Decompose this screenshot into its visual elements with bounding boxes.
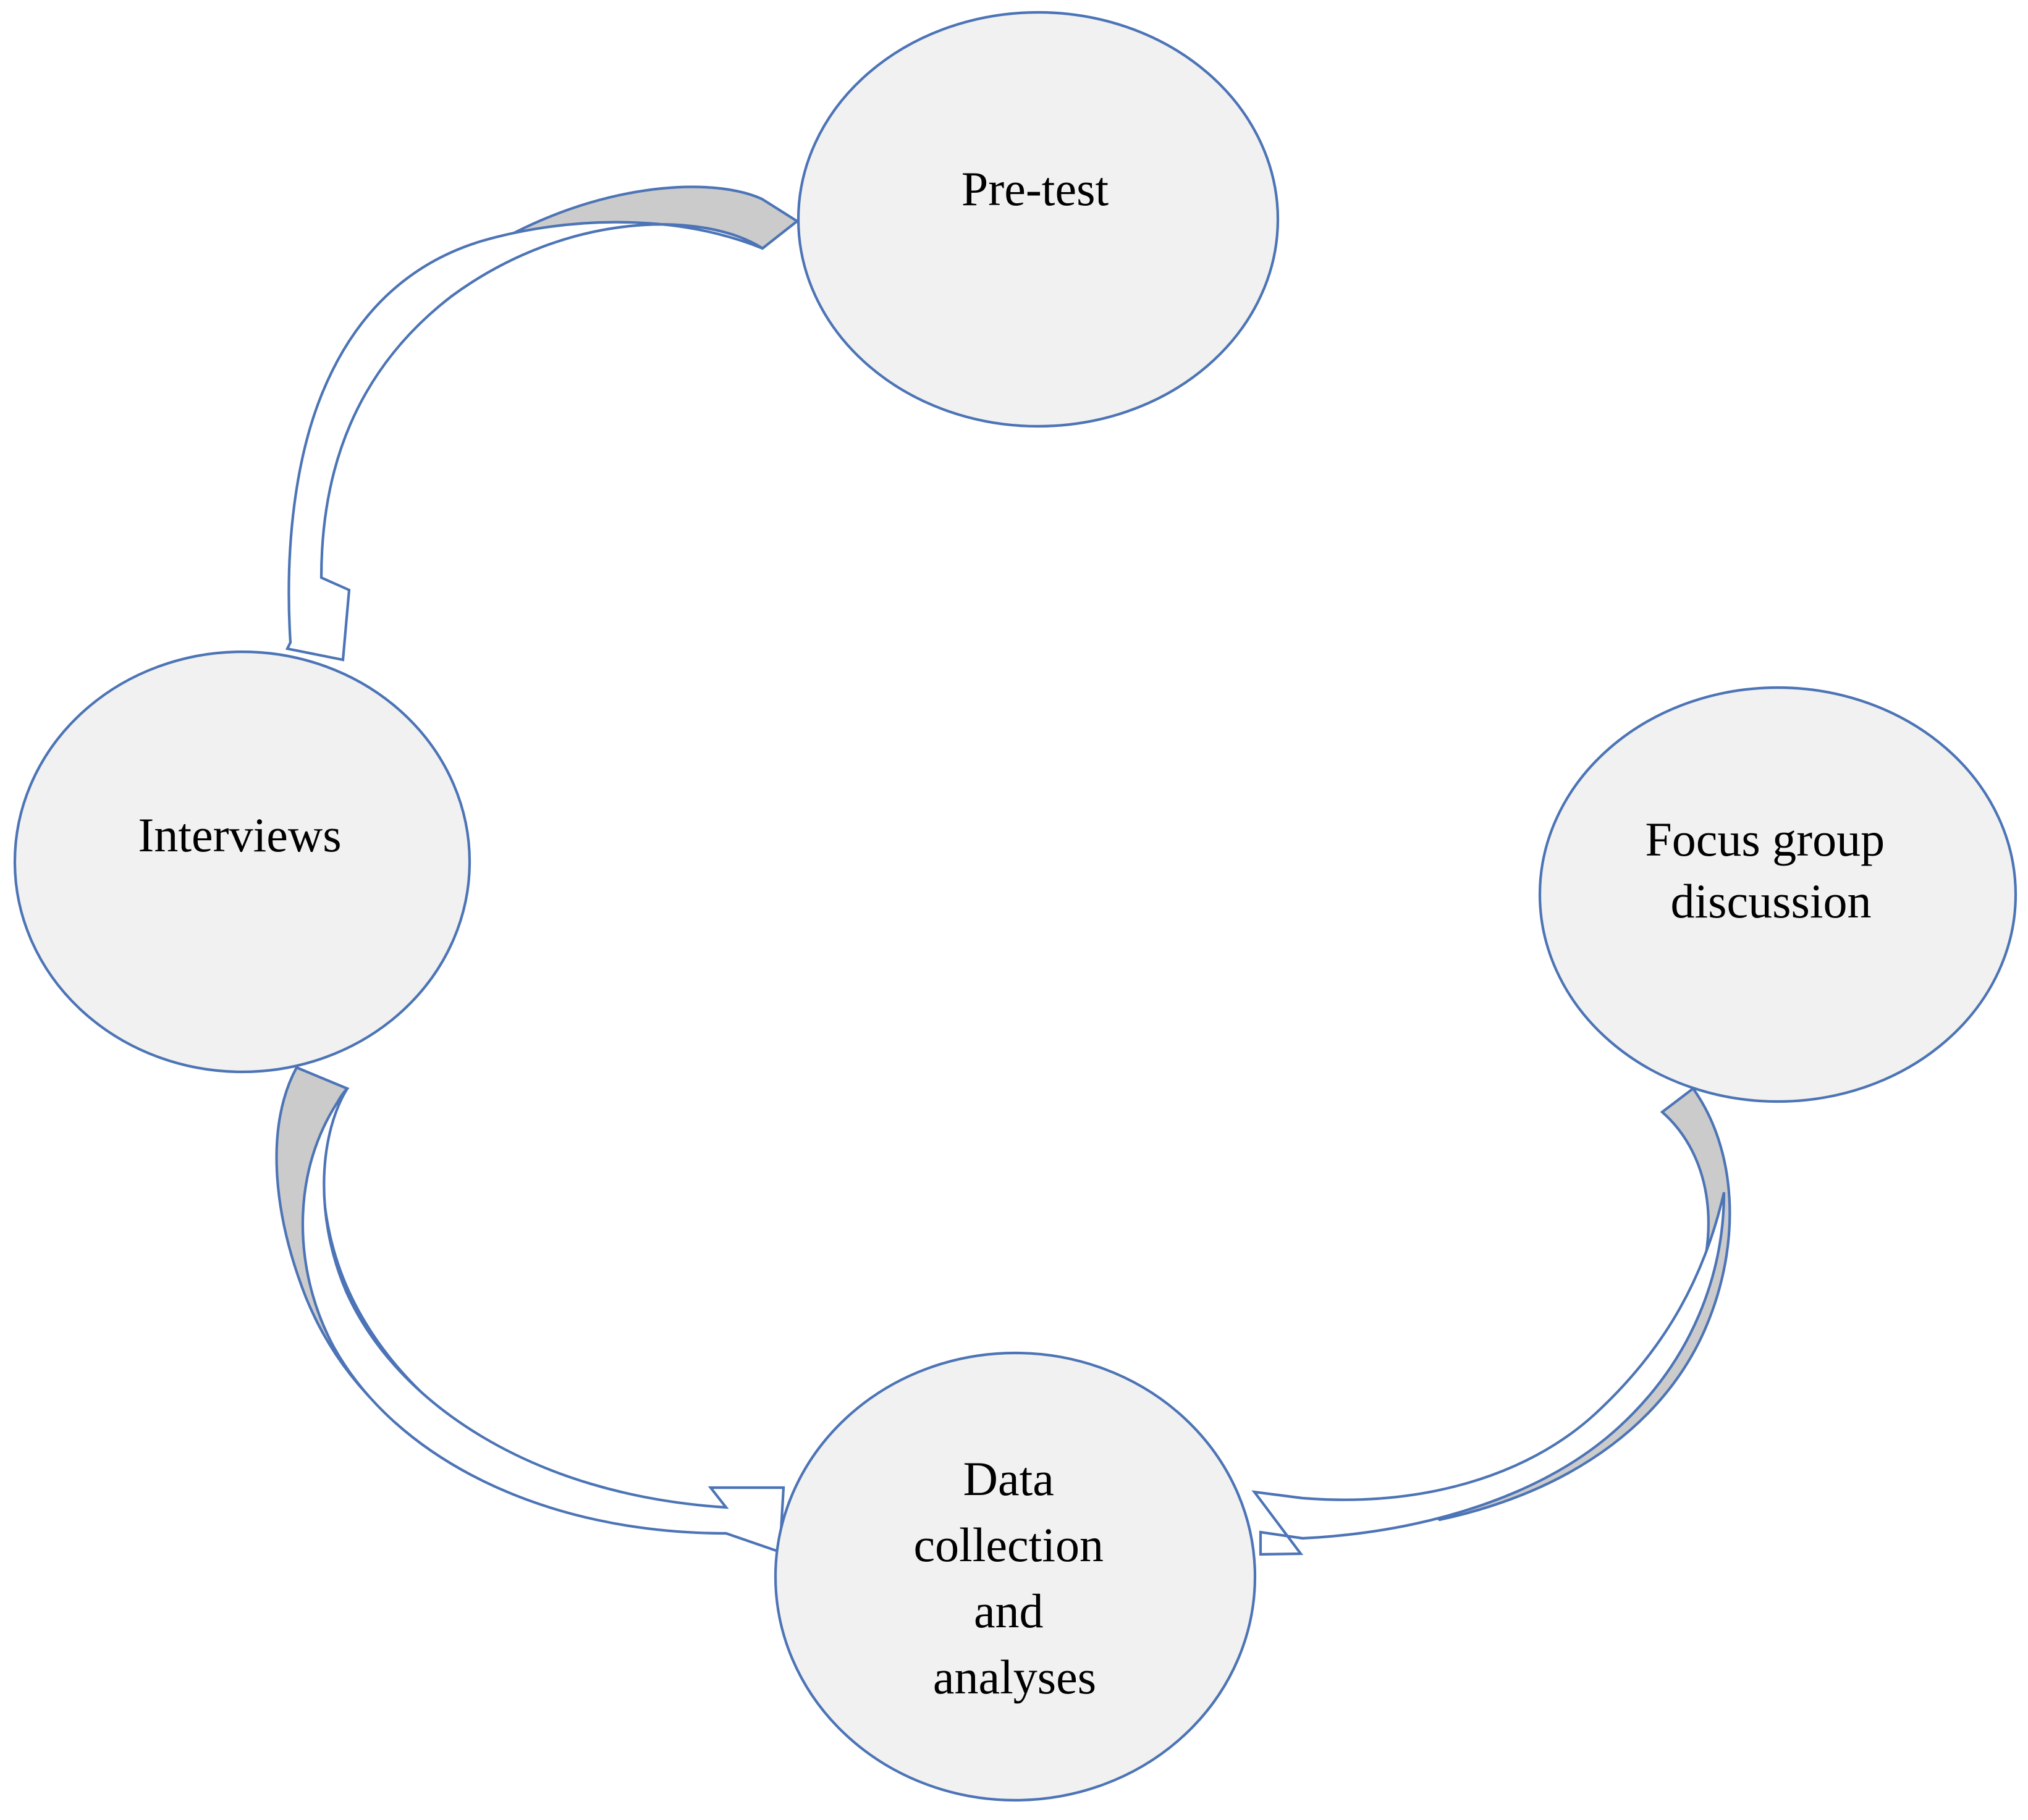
node-pretest-line: Pre-test xyxy=(961,162,1109,216)
node-interviews: Interviews xyxy=(13,650,471,1074)
node-data-collection-label: Data collection and analyses xyxy=(913,1452,1115,1704)
node-focus-group-label: Focus group discussion xyxy=(1645,812,1896,928)
arrow-focus-to-data-white-band xyxy=(1251,1192,1726,1556)
node-data-collection-ellipse xyxy=(774,1351,1257,1802)
arrow-interviews-to-data-white-band xyxy=(301,1087,785,1554)
node-focus-group-line-1: Focus group xyxy=(1645,812,1885,866)
node-interviews-ellipse xyxy=(13,650,471,1074)
arrow-pretest-to-interviews xyxy=(285,185,800,662)
arrow-focus-to-data xyxy=(1251,1087,1731,1556)
node-data-collection: Data collection and analyses xyxy=(774,1351,1257,1802)
node-pretest-label: Pre-test xyxy=(961,162,1109,216)
node-focus-group-line-2: discussion xyxy=(1670,874,1871,928)
node-data-collection-line-2: collection xyxy=(913,1518,1104,1572)
arrow-interviews-to-data xyxy=(275,1066,785,1554)
node-data-collection-line-4: analyses xyxy=(933,1650,1096,1704)
node-interviews-line: Interviews xyxy=(138,808,341,862)
node-data-collection-line-1: Data xyxy=(963,1452,1054,1506)
node-focus-group-ellipse xyxy=(1538,686,2017,1103)
arrow-pretest-to-interviews-white-band xyxy=(285,221,764,662)
node-focus-group: Focus group discussion xyxy=(1538,686,2017,1103)
node-pretest: Pre-test xyxy=(796,11,1280,428)
node-pretest-ellipse xyxy=(796,11,1280,428)
node-data-collection-line-3: and xyxy=(974,1584,1044,1638)
node-interviews-label: Interviews xyxy=(138,808,341,862)
